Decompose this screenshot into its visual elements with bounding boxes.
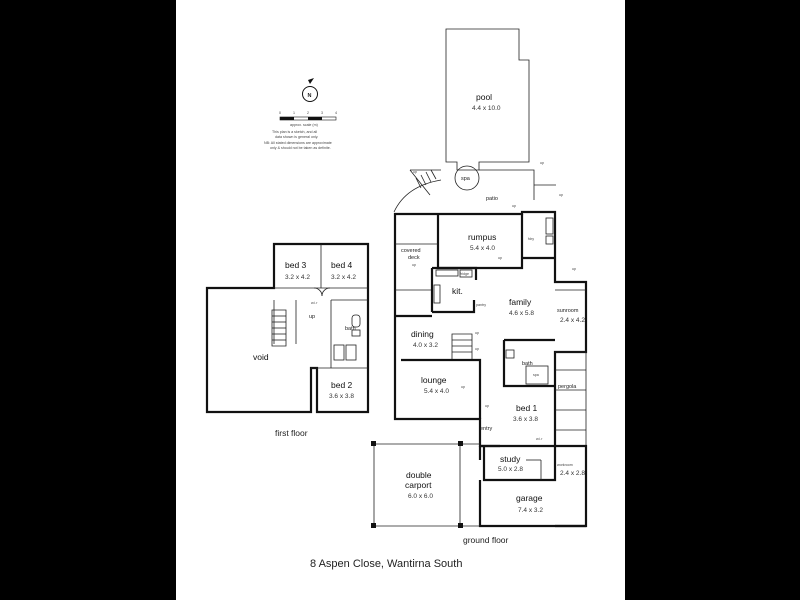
pergola-label: pergola [558, 384, 577, 390]
disclaimer-line: data shown is general only. [275, 135, 318, 139]
dining-label: dining [411, 329, 434, 339]
study-label: study [500, 454, 521, 464]
carport-dim: 6.0 x 6.0 [408, 493, 433, 500]
pantry-label: pantry [476, 303, 486, 307]
disclaimer-line: only & should not be taken as definite. [270, 146, 331, 150]
wir-label: w.i.r [536, 437, 543, 441]
dining-dim: 4.0 x 3.2 [413, 342, 438, 349]
spa-label: spa [461, 176, 471, 182]
workroom-room [555, 444, 588, 528]
patio-outline [410, 169, 556, 200]
family-label: family [509, 297, 532, 307]
disclaimer-line: NB: All stated dimensions are approximat… [264, 141, 332, 145]
spa-bath-label: spa [533, 373, 539, 377]
pool-dim: 4.4 x 10.0 [472, 105, 501, 112]
garage-room [478, 480, 586, 528]
first-floor-label: first floor [275, 428, 308, 438]
first-floor-plan: void bed 3 3.2 x 4.2 bed 4 3.2 x 4.2 bat… [205, 242, 370, 438]
covered-deck-label: covered [401, 248, 421, 254]
up-label: up [475, 347, 479, 351]
scale-tick-0: 0 [279, 111, 281, 115]
covered-deck-label: deck [408, 255, 420, 261]
rumpus-room [436, 214, 524, 270]
scale-caption: approx. scale (m) [290, 123, 318, 127]
scale-ticks: 0 1 2 3 4 [279, 111, 337, 115]
study-dim: 5.0 x 2.8 [498, 466, 523, 473]
bed1-label: bed 1 [516, 403, 538, 413]
scale-legend: N 0 1 2 3 4 approx. scale (m) This plan … [264, 78, 337, 150]
fridge-label: fridge [460, 272, 469, 276]
garage-dim: 7.4 x 3.2 [518, 507, 543, 514]
pergola-outline [555, 351, 587, 447]
bath-label: bath [522, 361, 533, 367]
spa-outline [454, 165, 480, 191]
fdry-label: fdry [528, 237, 534, 241]
carport-label: carport [405, 480, 432, 490]
ground-floor-label: ground floor [463, 535, 509, 545]
floor-plan-drawing: N 0 1 2 3 4 approx. scale (m) This plan … [205, 28, 588, 570]
ground-floor-plan: pool 4.4 x 10.0 spa patio up up up up ru… [371, 28, 588, 545]
workroom-label: workroom [557, 463, 573, 467]
floor-plan-sheet: N 0 1 2 3 4 approx. scale (m) This plan … [176, 0, 625, 600]
up-label: up [512, 204, 516, 208]
carport-label: double [406, 470, 432, 480]
up-label: up [413, 170, 417, 174]
up-label: up [461, 385, 465, 389]
lounge-dim: 5.4 x 4.0 [424, 388, 449, 395]
scale-tick-3: 3 [321, 111, 323, 115]
pool-label: pool [476, 92, 492, 102]
void-label: void [253, 352, 269, 362]
bed4-label: bed 4 [331, 260, 353, 270]
up-label: up [475, 331, 479, 335]
scale-bar-seg [308, 117, 322, 120]
north-label: N [308, 93, 312, 99]
scale-tick-1: 1 [293, 111, 295, 115]
wir-label: w.i.r [311, 301, 318, 305]
patio-label: patio [486, 196, 498, 202]
north-compass-icon [302, 86, 318, 102]
void-area [205, 242, 370, 414]
up-label: up [559, 193, 563, 197]
scale-tick-2: 2 [307, 111, 309, 115]
lounge-label: lounge [421, 375, 447, 385]
up-label: up [412, 263, 416, 267]
up-label: up [485, 404, 489, 408]
property-address: 8 Aspen Close, Wantirna South [310, 558, 462, 570]
bed3-label: bed 3 [285, 260, 307, 270]
sunroom-label: sunroom [557, 308, 579, 314]
disclaimer-line: This plan is a sketch, and all [272, 130, 317, 134]
study-room [482, 446, 557, 482]
bed2-dim: 3.6 x 3.8 [329, 393, 354, 400]
rumpus-dim: 5.4 x 4.0 [470, 245, 495, 252]
entry-label: entry [480, 426, 492, 432]
rumpus-label: rumpus [468, 232, 496, 242]
north-arrow-icon [308, 78, 314, 84]
bed4-dim: 3.2 x 4.2 [331, 274, 356, 281]
bed1-dim: 3.6 x 3.8 [513, 416, 538, 423]
garage-label: garage [516, 493, 543, 503]
up-label: up [498, 256, 502, 260]
pool-outline [445, 28, 530, 171]
scale-bar-seg [280, 117, 294, 120]
up-label: up [309, 314, 315, 320]
up-label: up [540, 161, 544, 165]
bed3-dim: 3.2 x 4.2 [285, 274, 310, 281]
bed2-label: bed 2 [331, 380, 353, 390]
bath-label: bath [345, 326, 356, 332]
scale-tick-4: 4 [335, 111, 337, 115]
workroom-dim: 2.4 x 2.8 [560, 470, 585, 477]
family-dim: 4.6 x 5.8 [509, 310, 534, 317]
kitchen-label: kit. [452, 286, 463, 296]
up-label: up [572, 267, 576, 271]
sunroom-dim: 2.4 x 4.2 [560, 317, 585, 324]
